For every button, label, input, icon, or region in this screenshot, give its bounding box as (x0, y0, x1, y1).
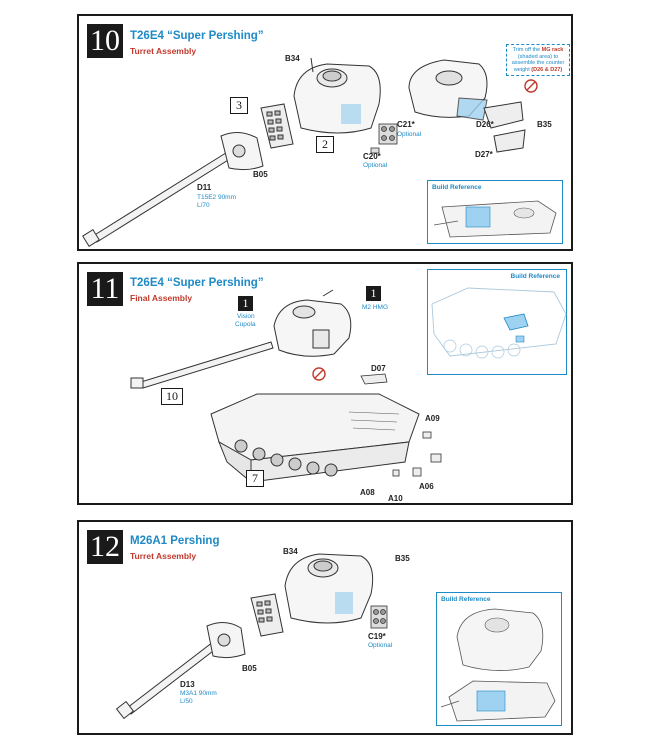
final-assembly-drawing (130, 289, 442, 484)
part-label-b34: B34 (285, 54, 300, 63)
build-reference-title: Build Reference (510, 273, 561, 280)
build-reference-image (440, 608, 556, 722)
step-number: 12 (87, 530, 123, 564)
part-note-c19: Optional (368, 642, 393, 649)
part-d07 (360, 373, 388, 385)
gun-barrel-d13 (115, 641, 218, 720)
step-subtitle: Final Assembly (130, 293, 193, 303)
gun-barrel (130, 341, 274, 389)
step-title: M26A1 Pershing (130, 535, 220, 547)
do-not-use-icon (312, 367, 326, 381)
build-reference-box: Build Reference (427, 269, 567, 375)
part-desc-d13-line1: M3A1 90mm (180, 690, 217, 697)
armor-plate-part (260, 103, 294, 149)
step-10-panel: 10 T26E4 “Super Pershing” Turret Assembl… (77, 14, 573, 251)
armor-plate-part (250, 593, 284, 637)
part-label-c19: C19* (368, 632, 386, 641)
callout-step-10: 10 (161, 388, 183, 405)
stowage-rack-parts (370, 123, 398, 154)
callout-step-7: 7 (246, 470, 264, 487)
build-reference-title: Build Reference (432, 184, 482, 191)
build-reference-image (433, 200, 557, 238)
callout-step-2: 2 (316, 136, 334, 153)
do-not-use-icon (524, 79, 538, 93)
turret-assembly-drawing (82, 57, 538, 247)
part-label-d07: D07 (371, 364, 386, 373)
stowage-rack-part-c19 (370, 605, 388, 629)
part-label-b35: B35 (395, 554, 410, 563)
build-reference-box: Build Reference (436, 592, 562, 726)
label-m2-hmg: M2 HMG (362, 304, 388, 311)
part-label-c20: C20* (363, 152, 381, 161)
small-parts (392, 431, 442, 477)
step-11-panel: 11 T26E4 “Super Pershing” Final Assembly (77, 262, 573, 505)
part-label-b05: B05 (253, 170, 268, 179)
step-number: 10 (87, 24, 123, 58)
callout-vision-cupola: 1 (238, 296, 253, 311)
tank-hull (210, 393, 420, 484)
part-label-c21: C21* (397, 120, 415, 129)
part-label-d13: D13 (180, 680, 195, 689)
turret-assembly-drawing (115, 553, 388, 720)
trim-instruction-note: Trim off the MG rack (shaded area) to as… (506, 44, 570, 77)
turret-body (293, 57, 381, 134)
label-vision: Vision (237, 313, 255, 320)
mantlet-b05 (220, 132, 264, 171)
part-label-d26: D26* (476, 120, 494, 129)
part-note-c21: Optional (397, 131, 422, 138)
part-label-d27: D27* (475, 150, 493, 159)
build-reference-box: Build Reference (427, 180, 563, 244)
step-number: 11 (87, 272, 123, 306)
part-note-c20: Optional (363, 162, 388, 169)
build-reference-image (431, 287, 567, 359)
turret-body (284, 553, 374, 624)
step-title: T26E4 “Super Pershing” (130, 277, 264, 289)
callout-step-3: 3 (230, 97, 248, 114)
part-label-a10: A10 (388, 494, 403, 503)
mantlet-b05 (206, 622, 246, 659)
part-desc-d11-line1: T15E2 90mm (197, 194, 237, 201)
part-label-a08: A08 (360, 488, 375, 497)
part-label-a06: A06 (419, 482, 434, 491)
part-desc-d13-line2: L/50 (180, 698, 193, 705)
callout-m2-hmg: 1 (366, 286, 381, 301)
part-label-b05: B05 (242, 664, 257, 673)
step-title: T26E4 “Super Pershing” (130, 30, 264, 42)
part-label-d11: D11 (197, 183, 212, 192)
step-subtitle: Turret Assembly (130, 46, 197, 56)
turret-rear-view (408, 59, 526, 153)
assembled-turret (273, 289, 352, 357)
part-label-a09: A09 (425, 414, 440, 423)
part-desc-d11-line2: L/70 (197, 202, 210, 209)
part-label-b35: B35 (537, 120, 552, 129)
build-reference-title: Build Reference (441, 596, 491, 603)
step-subtitle: Turret Assembly (130, 551, 197, 561)
label-cupola: Cupola (235, 321, 256, 328)
step-12-panel: 12 M26A1 Pershing Turret Assembly (77, 520, 573, 735)
part-label-b34: B34 (283, 547, 298, 556)
